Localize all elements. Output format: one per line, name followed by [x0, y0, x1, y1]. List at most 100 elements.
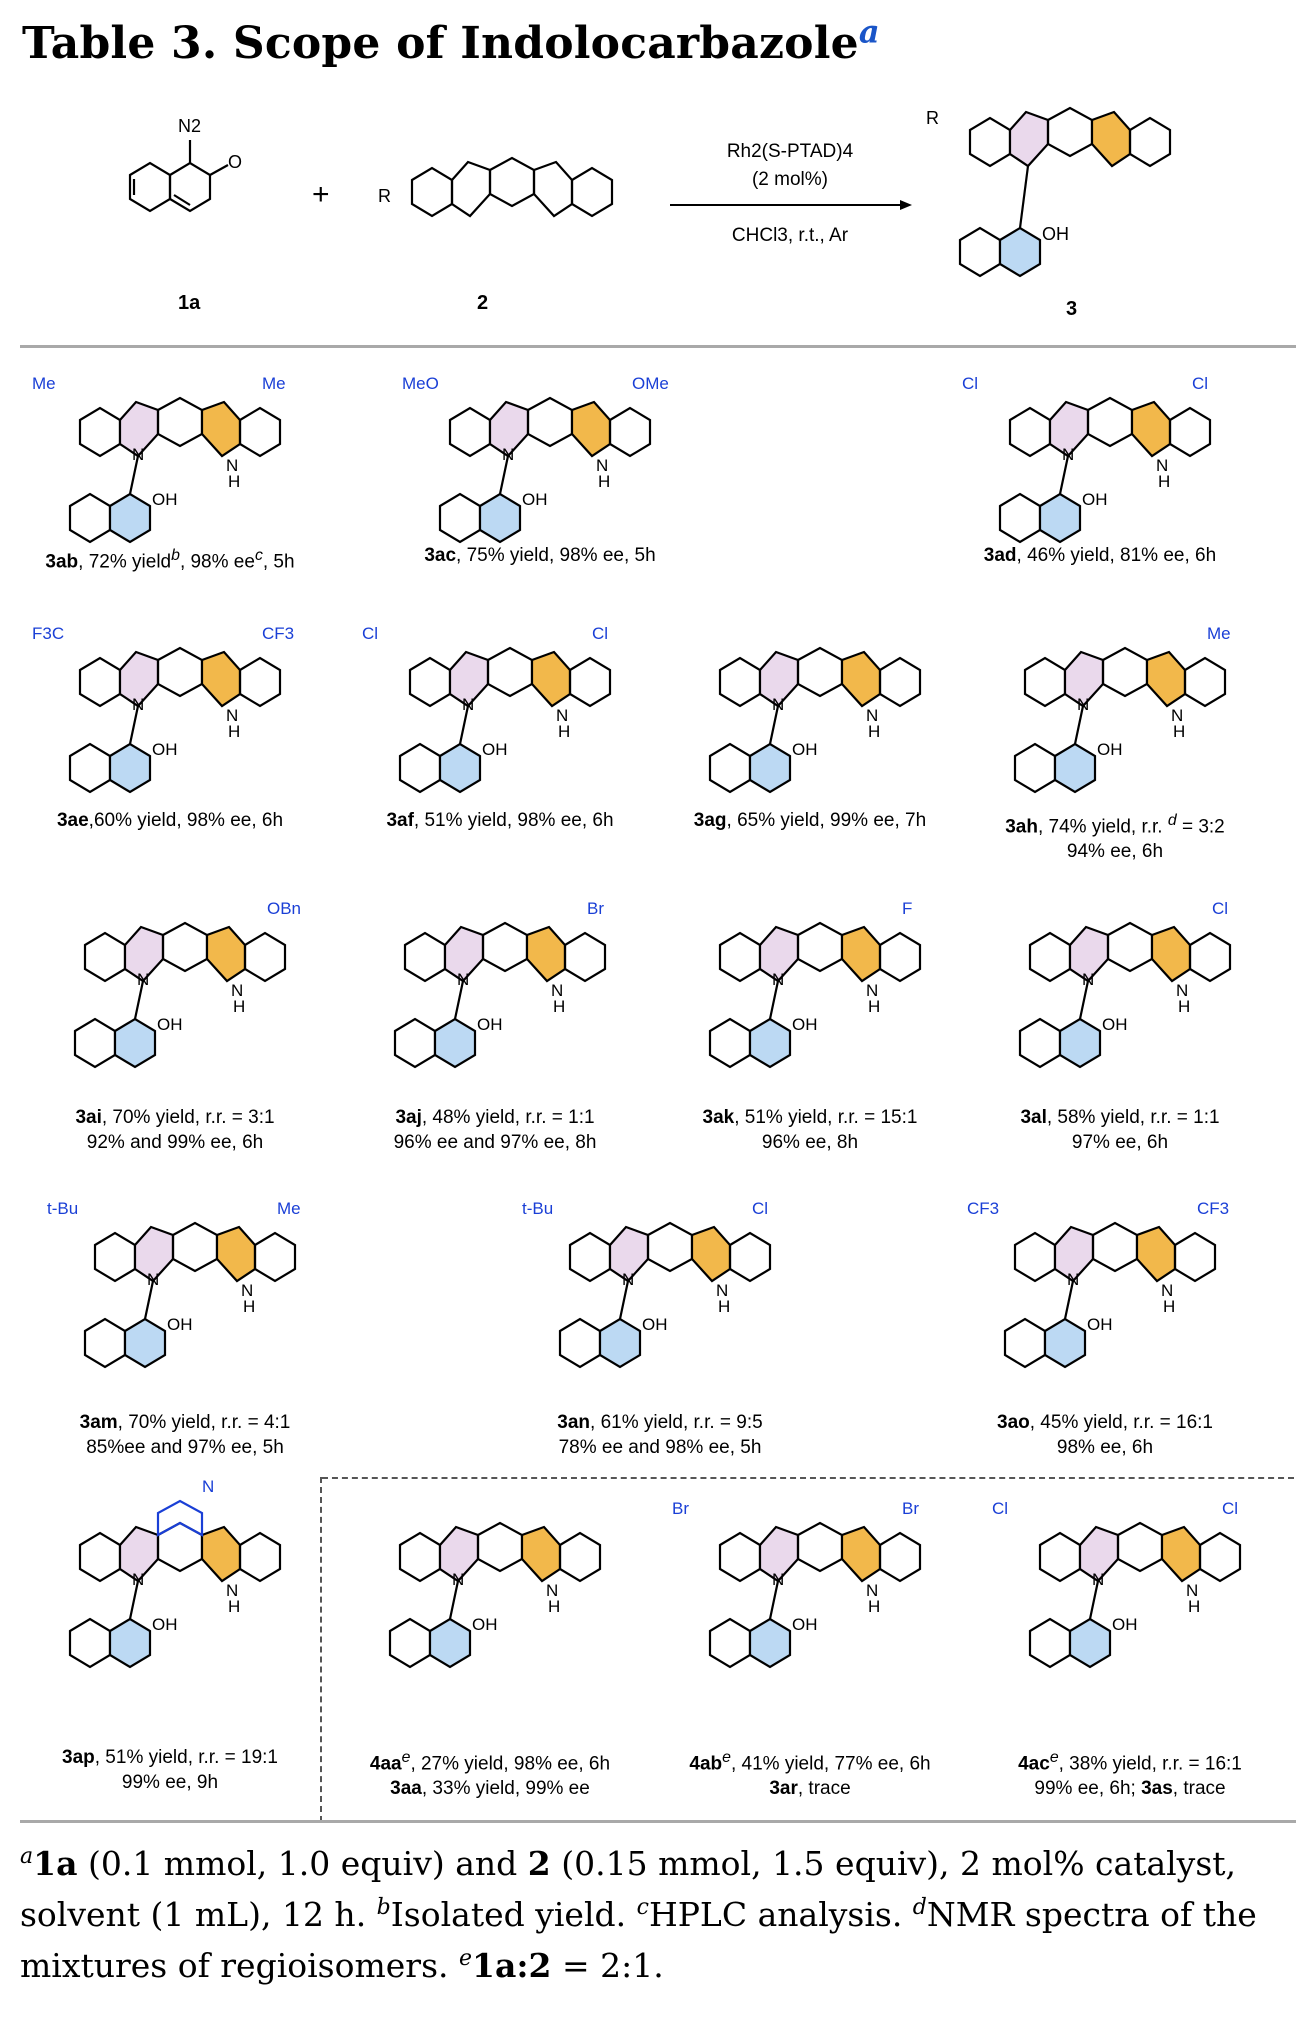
- ring-5: [1003, 1317, 1047, 1369]
- bottom-rule: [20, 1820, 1296, 1823]
- oh-label: OH: [792, 1615, 818, 1634]
- n-aryl-bond: [768, 705, 780, 745]
- right-substituent-label: Br: [587, 899, 604, 918]
- compound-id: 3ae: [56, 810, 89, 831]
- nh-h-label: H: [228, 1597, 240, 1616]
- compound-id: 3ag: [693, 810, 727, 831]
- table-title: Table 3. Scope of Indolocarbazolea: [22, 12, 880, 69]
- ring-0: [78, 1531, 122, 1583]
- caption-line-2: 94% ee, 6h: [1066, 841, 1164, 863]
- ring-6: [1058, 1017, 1102, 1069]
- left-substituent-label: Cl: [992, 1499, 1008, 1518]
- compound-id: 3ak: [702, 1107, 735, 1128]
- caption-line-1: 3af, 51% yield, 98% ee, 6h: [386, 810, 614, 831]
- nh-h-label: H: [718, 1297, 730, 1316]
- nh-n-label: N: [1176, 981, 1188, 1000]
- ring-2: [156, 396, 204, 448]
- footnote-a-text2: (0.15 mmol, 1.5 equiv), 2 mol% catalyst,…: [20, 1844, 1237, 1934]
- left-substituent-label: MeO: [402, 374, 439, 393]
- nh-h-label: H: [228, 722, 240, 741]
- ring-2: [796, 921, 844, 973]
- caption-line-1: 4aae, 27% yield, 98% ee, 6h: [369, 1749, 611, 1775]
- ring-0: [1038, 1531, 1082, 1583]
- caption-line-1: 3aj, 48% yield, r.r. = 1:1: [395, 1107, 595, 1128]
- ring-0: [1013, 1231, 1057, 1283]
- left-substituent-label: t-Bu: [47, 1199, 78, 1218]
- n-atom-label: N: [772, 970, 784, 989]
- n-atom-label: N: [1077, 695, 1089, 714]
- nh-n-label: N: [551, 981, 563, 1000]
- ring-6: [598, 1317, 642, 1369]
- footnotes: a1a (0.1 mmol, 1.0 equiv) and 2 (0.15 mm…: [20, 1835, 1290, 1988]
- ring-2: [161, 921, 209, 973]
- nh-n-label: N: [226, 456, 238, 475]
- caption-line-1: 3ao, 45% yield, r.r. = 16:1: [997, 1412, 1213, 1433]
- oh-label: OH: [167, 1315, 193, 1334]
- ring-4: [1183, 656, 1227, 708]
- footnote-e-marker: e: [459, 1946, 473, 1971]
- ring-6: [123, 1317, 167, 1369]
- ring-2: [646, 1221, 694, 1273]
- oh-label: OH: [152, 1615, 178, 1634]
- compound-id: 3an: [557, 1412, 591, 1433]
- ring-5: [708, 742, 752, 794]
- ring-4: [1188, 931, 1232, 983]
- ring-6: [438, 742, 482, 794]
- caption-line-1: 3al, 58% yield, r.r. = 1:1: [1020, 1107, 1220, 1128]
- entry-caption-3ae: 3ae,60% yield, 98% ee, 6h: [20, 808, 320, 833]
- ring-2: [171, 1221, 219, 1273]
- ring-0: [718, 1531, 762, 1583]
- nh-h-label: H: [1163, 1297, 1175, 1316]
- ring-2: [486, 646, 534, 698]
- ring-0: [718, 931, 762, 983]
- ring-6: [113, 1017, 157, 1069]
- caption-line-2: 3ar, trace: [769, 1778, 851, 1800]
- n-atom-label: N: [772, 1570, 784, 1589]
- caption-line-1: 3ai, 70% yield, r.r. = 3:1: [75, 1107, 275, 1128]
- ring-5: [708, 1017, 752, 1069]
- caption-line-1: 3ak, 51% yield, r.r. = 15:1: [702, 1107, 918, 1128]
- n-atom-label: N: [1082, 970, 1094, 989]
- oh-label: OH: [522, 490, 548, 509]
- footnote-e-text: = 2:1.: [551, 1946, 664, 1985]
- top-rule: [20, 345, 1296, 348]
- left-substituent-label: Me: [32, 374, 56, 393]
- ring-0: [398, 1531, 442, 1583]
- oh-label: OH: [1097, 740, 1123, 759]
- n-atom-label: N: [772, 695, 784, 714]
- ring-6: [478, 492, 522, 544]
- compound-id: 3ah: [1005, 816, 1038, 838]
- compound-id: 3am: [79, 1412, 118, 1433]
- left-substituent-label: Br: [672, 1499, 689, 1518]
- ring-2: [476, 1521, 524, 1573]
- ring-6: [748, 1017, 792, 1069]
- compound-id: 3ab: [45, 551, 79, 573]
- nh-n-label: N: [241, 1281, 253, 1300]
- left-substituent-label: Cl: [962, 374, 978, 393]
- oh-label: OH: [1087, 1315, 1113, 1334]
- ring-3: [840, 925, 882, 983]
- ring-4: [878, 656, 922, 708]
- n-aryl-bond: [143, 1280, 155, 1320]
- ring-5: [388, 1617, 432, 1669]
- compound-id: 3ad: [983, 545, 1017, 566]
- ring-3: [1150, 925, 1192, 983]
- entry-caption-3ac: 3ac, 75% yield, 98% ee, 5h: [350, 543, 730, 568]
- right-substituent-label: OMe: [632, 374, 669, 393]
- pyridine-n-label: N: [202, 1480, 214, 1496]
